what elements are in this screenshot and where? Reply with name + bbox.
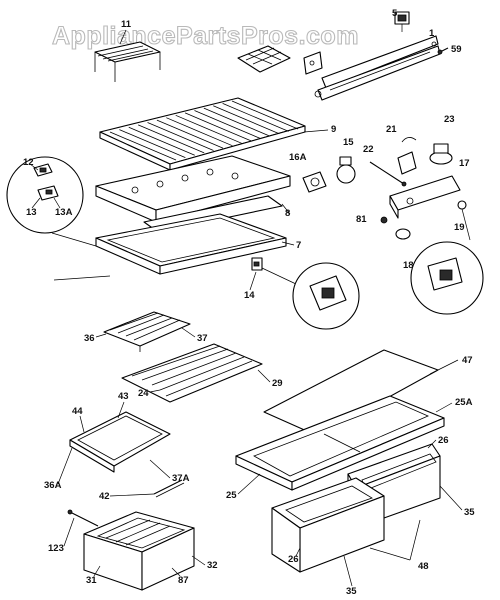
part-31-32-87-drawer: [83, 511, 195, 591]
part-1-rail: [314, 35, 441, 101]
callout-44: 44: [72, 406, 83, 417]
part-18-dial: [395, 228, 411, 240]
callout-37: 37: [197, 333, 208, 344]
part-21-switch: [397, 137, 417, 175]
callout-25A: 25A: [455, 397, 473, 408]
callout-32: 32: [207, 560, 218, 571]
callout-42: 42: [99, 491, 110, 502]
callout-15: 15: [343, 137, 354, 148]
callout-29: 29: [272, 378, 283, 389]
callout-35-upper: 35: [464, 507, 475, 518]
callout-47: 47: [462, 355, 473, 366]
shelf-rib: [184, 112, 252, 142]
leader-inset-left: [51, 232, 97, 247]
callout-11: 11: [121, 19, 132, 30]
part-42-rod: [153, 479, 185, 498]
shelf-rib: [166, 117, 233, 147]
part-19-knob: [457, 200, 471, 241]
part-81-screw: [380, 216, 388, 224]
inset-circle-left: [6, 156, 84, 234]
callout-21: 21: [386, 124, 397, 135]
callout-36: 36: [84, 333, 95, 344]
callout-81: 81: [356, 214, 367, 225]
part-9-shelf-ribs: [109, 100, 299, 161]
part-29-24-wire-shelf: [121, 343, 263, 403]
part-22-wire: [369, 161, 407, 187]
callout-8: 8: [285, 208, 290, 219]
leader-14: [261, 267, 297, 285]
part-ice-tray: [237, 45, 291, 73]
leader-lines: [57, 29, 463, 587]
callout-24: 24: [138, 388, 149, 399]
callout-17: 17: [459, 158, 470, 169]
callout-23: 23: [444, 114, 455, 125]
shelf-rib: [109, 131, 177, 161]
callout-16A: 16A: [289, 152, 307, 163]
callout-13: 13: [26, 207, 37, 218]
callout-43: 43: [118, 391, 129, 402]
part-9-upper-shelf: [99, 97, 306, 171]
callout-36A: 36A: [44, 480, 62, 491]
callout-7: 7: [296, 240, 301, 251]
callout-31: 31: [86, 575, 97, 586]
callout-48: 48: [418, 561, 429, 572]
part-15-bulb: [336, 156, 356, 184]
callout-35-lower: 35: [346, 586, 357, 597]
leader-inset-left-b: [53, 275, 111, 281]
callout-1: 1: [429, 28, 435, 39]
shelf-rib: [222, 103, 289, 132]
shelf-rib: [231, 100, 299, 130]
callout-26-lower: 26: [288, 554, 299, 565]
part-17-control-housing: [389, 175, 461, 219]
part-7-pan: [95, 213, 287, 275]
callout-5: 5: [392, 8, 398, 19]
part-small-bracket: [303, 51, 323, 75]
callout-18: 18: [403, 260, 414, 271]
callout-13A: 13A: [55, 207, 73, 218]
shelf-rib: [119, 129, 186, 158]
part-48-leaders: [369, 519, 421, 561]
part-26-35-crisper-left: [271, 477, 385, 573]
inset-circle-middle: [292, 262, 360, 330]
callout-12: 12: [23, 157, 34, 168]
shelf-rib: [213, 105, 280, 135]
callout-87: 87: [178, 575, 189, 586]
callout-19: 19: [454, 222, 465, 233]
shelf-rib: [175, 114, 242, 144]
part-59-screw: [437, 47, 449, 55]
shelf-rib: [156, 119, 224, 149]
part-43-44-shelf: [69, 411, 171, 473]
part-23-thermostat: [429, 143, 453, 165]
callout-25: 25: [226, 490, 237, 501]
shelf-rib: [203, 107, 271, 137]
callout-9: 9: [331, 124, 336, 135]
callout-26-upper: 26: [438, 435, 449, 446]
part-25-crisper-frame: [235, 395, 445, 491]
callout-123: 123: [48, 543, 64, 554]
callout-14: 14: [244, 290, 255, 301]
callout-37A: 37A: [172, 473, 190, 484]
watermark-text: AppliancePartsPros.com: [52, 22, 359, 50]
part-36-37-wire-shelf: [103, 311, 191, 352]
part-8-tray-housing: [95, 155, 291, 223]
part-5-control: [394, 11, 410, 32]
shelf-rib: [128, 126, 195, 156]
part-14-damper: [251, 257, 263, 271]
part-16A-lamp-socket: [302, 171, 327, 193]
callout-22: 22: [363, 144, 374, 155]
shelf-rib: [147, 122, 214, 151]
part-11-wire-rack: [94, 41, 161, 82]
shelf-rib: [194, 110, 261, 139]
callout-59: 59: [451, 44, 462, 55]
inset-circle-right: [410, 241, 484, 315]
part-123-handle: [67, 509, 99, 527]
callout-labels: 11 5 1 59 9 12 13 13A 16A 15 22 21 23 17…: [23, 8, 475, 597]
shelf-rib: [137, 124, 205, 154]
